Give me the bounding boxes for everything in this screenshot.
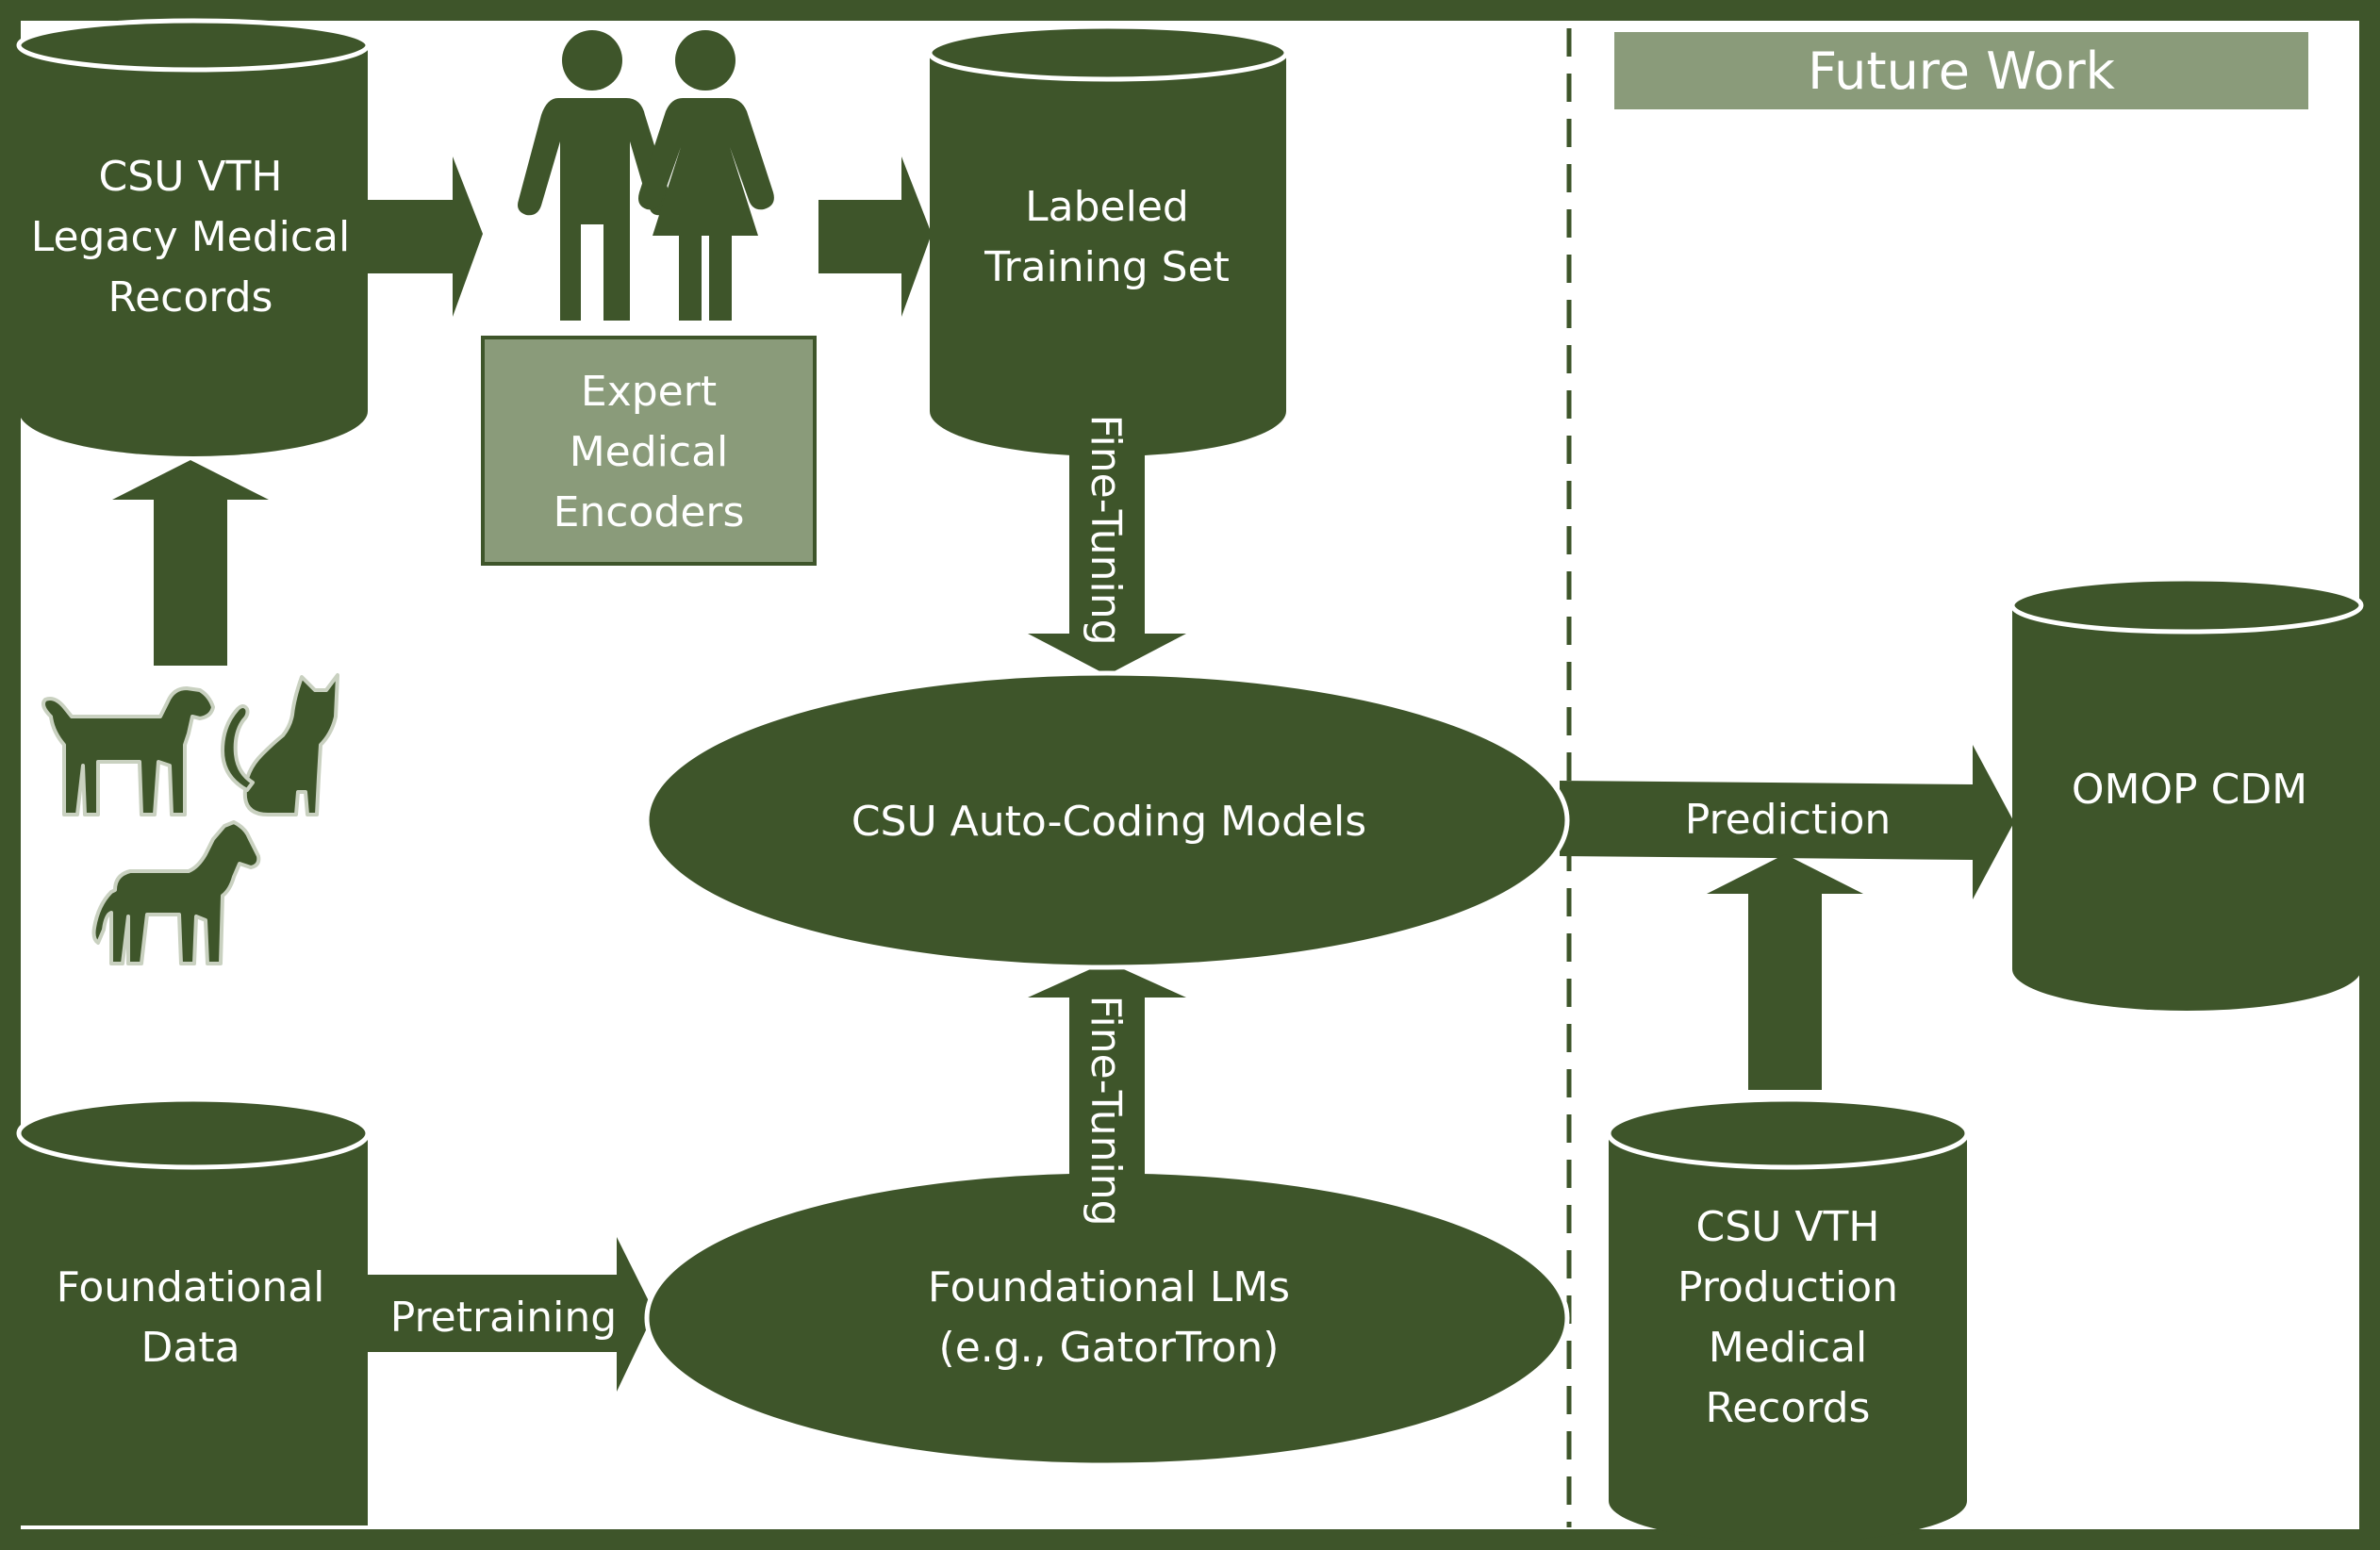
horse-icon (91, 820, 261, 965)
dog-icon (41, 686, 215, 816)
arrow-encoders-to-labeled (818, 157, 932, 317)
pretraining-label: Pretraining (390, 1294, 617, 1342)
foundational-data-node (16, 1097, 371, 1525)
arrow-legacy-to-encoders (366, 157, 483, 317)
production-records-line-3: Medical (1709, 1324, 1868, 1372)
auto-coding-label: CSU Auto-Coding Models (851, 798, 1366, 846)
labeled-set-line-1: Labeled (1025, 183, 1189, 231)
arrow-pretraining (364, 1237, 654, 1392)
omop-cdm-label: OMOP CDM (2072, 766, 2307, 814)
production-records-line-1: CSU VTH (1696, 1203, 1880, 1251)
prediction-label: Prediction (1685, 796, 1892, 844)
legacy-records-line-1: CSU VTH (99, 153, 283, 201)
fine-tuning-bottom-shaft-cap (1069, 998, 1145, 1179)
expert-encoders-node (481, 336, 817, 566)
cat-icon (221, 673, 339, 816)
production-records-line-2: Production (1678, 1263, 1898, 1311)
legacy-records-node (16, 18, 371, 456)
foundational-lms-line-1: Foundational LMs (928, 1263, 1290, 1311)
legacy-records-line-2: Legacy Medical (31, 213, 351, 261)
labeled-set-line-2: Training Set (983, 243, 1230, 291)
fine-tuning-top-shaft-cap (1069, 443, 1145, 634)
people-icon (518, 30, 774, 321)
foundational-data-line-1: Foundational (57, 1263, 325, 1311)
foundational-lms-line-2: (e.g., GatorTron) (939, 1324, 1280, 1372)
expert-encoders-line-2: Medical (570, 428, 729, 476)
labeled-set-node (927, 24, 1289, 456)
production-records-node (1606, 1097, 1970, 1542)
auto-coding-node (644, 670, 1570, 970)
omop-cdm-node (2009, 576, 2364, 1011)
arrow-prediction (1560, 745, 2014, 899)
arrow-animals-to-legacy (112, 460, 269, 666)
legacy-records-line-3: Records (108, 273, 273, 322)
foundational-data-line-2: Data (140, 1324, 240, 1372)
expert-encoders-line-1: Expert (581, 368, 717, 416)
arrow-production-to-prediction (1707, 854, 1863, 1090)
future-work-title: Future Work (1808, 41, 2116, 101)
fine-tuning-bottom-label: Fine-Tuning (1082, 995, 1130, 1226)
fine-tuning-top-label: Fine-Tuning (1082, 414, 1130, 645)
expert-encoders-line-3: Encoders (554, 488, 745, 536)
production-records-line-4: Records (1706, 1384, 1871, 1432)
future-work-banner (1614, 32, 2308, 109)
